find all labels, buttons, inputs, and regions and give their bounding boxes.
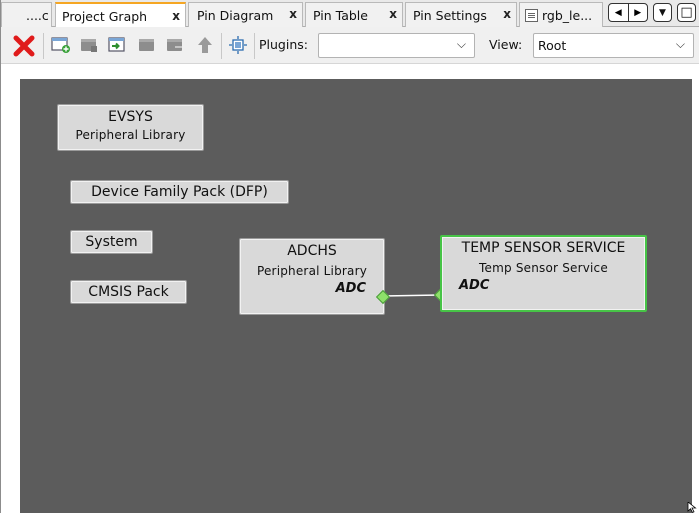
port-label-adc: ADC [459,278,490,293]
tab-pin-diagram[interactable]: Pin Diagram x [188,2,303,27]
node-subtitle: Temp Sensor Service [479,261,608,275]
delete-icon[interactable] [13,35,35,57]
scroll-right-icon[interactable]: ▶ [627,4,648,21]
export-icon[interactable] [165,36,185,54]
close-icon[interactable]: x [503,7,511,21]
tab-project-graph[interactable]: Project Graph x [55,2,186,28]
arrow-up-icon[interactable] [195,36,215,54]
port-label-adc: ADC [335,281,366,296]
view-label: View: [489,37,523,52]
graph-toolbar: Plugins: ⌵ View: Root ⌵ [1,27,699,64]
plugins-dropdown[interactable]: ⌵ [318,33,475,58]
node-subtitle: Peripheral Library [75,128,186,142]
toolbar-separator [254,33,255,59]
document-icon [525,8,538,22]
tab-label: Pin Diagram [197,7,274,23]
node-title: ADCHS [287,243,337,259]
auto-arrange-icon[interactable] [228,36,248,54]
component-grey-icon[interactable] [137,36,157,54]
tab-pin-settings[interactable]: Pin Settings x [405,2,517,27]
component-icon[interactable] [79,36,99,54]
node-subtitle: Peripheral Library [256,264,368,278]
tab-label: Pin Table [313,7,368,23]
node-adchs[interactable]: ADCHS Peripheral Library ADC [239,238,385,315]
tab-label: Project Graph [62,8,148,24]
tab-label: rgb_le... [542,7,593,23]
view-value: Root [538,38,567,53]
close-icon[interactable]: x [289,7,297,21]
node-system[interactable]: System [70,230,153,254]
node-title: System [85,234,138,250]
add-component-icon[interactable] [51,36,71,54]
node-cmsis-pack[interactable]: CMSIS Pack [70,280,187,304]
scroll-left-icon[interactable]: ◀ [614,7,622,18]
node-title: CMSIS Pack [88,284,169,300]
node-temp-sensor-service[interactable]: TEMP SENSOR SERVICE Temp Sensor Service … [440,235,647,312]
close-icon[interactable]: x [389,7,397,21]
node-title: EVSYS [108,109,153,125]
tab-strip: ....c Project Graph x Pin Diagram x Pin … [1,0,699,28]
node-title: Device Family Pack (DFP) [91,184,268,200]
connection-line [382,294,441,297]
tab-label: ....c [26,7,49,23]
tab-rgb-file[interactable]: rgb_le... [519,2,603,27]
view-dropdown[interactable]: Root ⌵ [533,33,694,58]
node-evsys[interactable]: EVSYS Peripheral Library [57,104,204,151]
project-graph-canvas[interactable]: EVSYS Peripheral Library Device Family P… [20,79,692,513]
plugins-label: Plugins: [259,37,308,52]
maximize-icon[interactable]: □ [677,3,696,22]
mouse-cursor-icon [687,502,697,513]
node-title: TEMP SENSOR SERVICE [461,240,626,256]
chevron-down-icon: ⌵ [456,37,466,51]
chevron-down-icon: ⌵ [675,37,685,51]
tab-list-menu-icon[interactable]: ▼ [653,3,672,22]
close-icon[interactable]: x [172,9,180,23]
tab-label: Pin Settings [413,7,487,23]
import-icon[interactable] [107,36,127,54]
tab-pin-table[interactable]: Pin Table x [305,2,403,27]
tab-scroll-buttons: ◀ ▶ [608,3,648,22]
node-device-family-pack[interactable]: Device Family Pack (DFP) [70,180,289,204]
toolbar-separator [221,33,222,59]
toolbar-separator [43,33,44,59]
tab-c-file[interactable]: ....c [1,2,52,27]
